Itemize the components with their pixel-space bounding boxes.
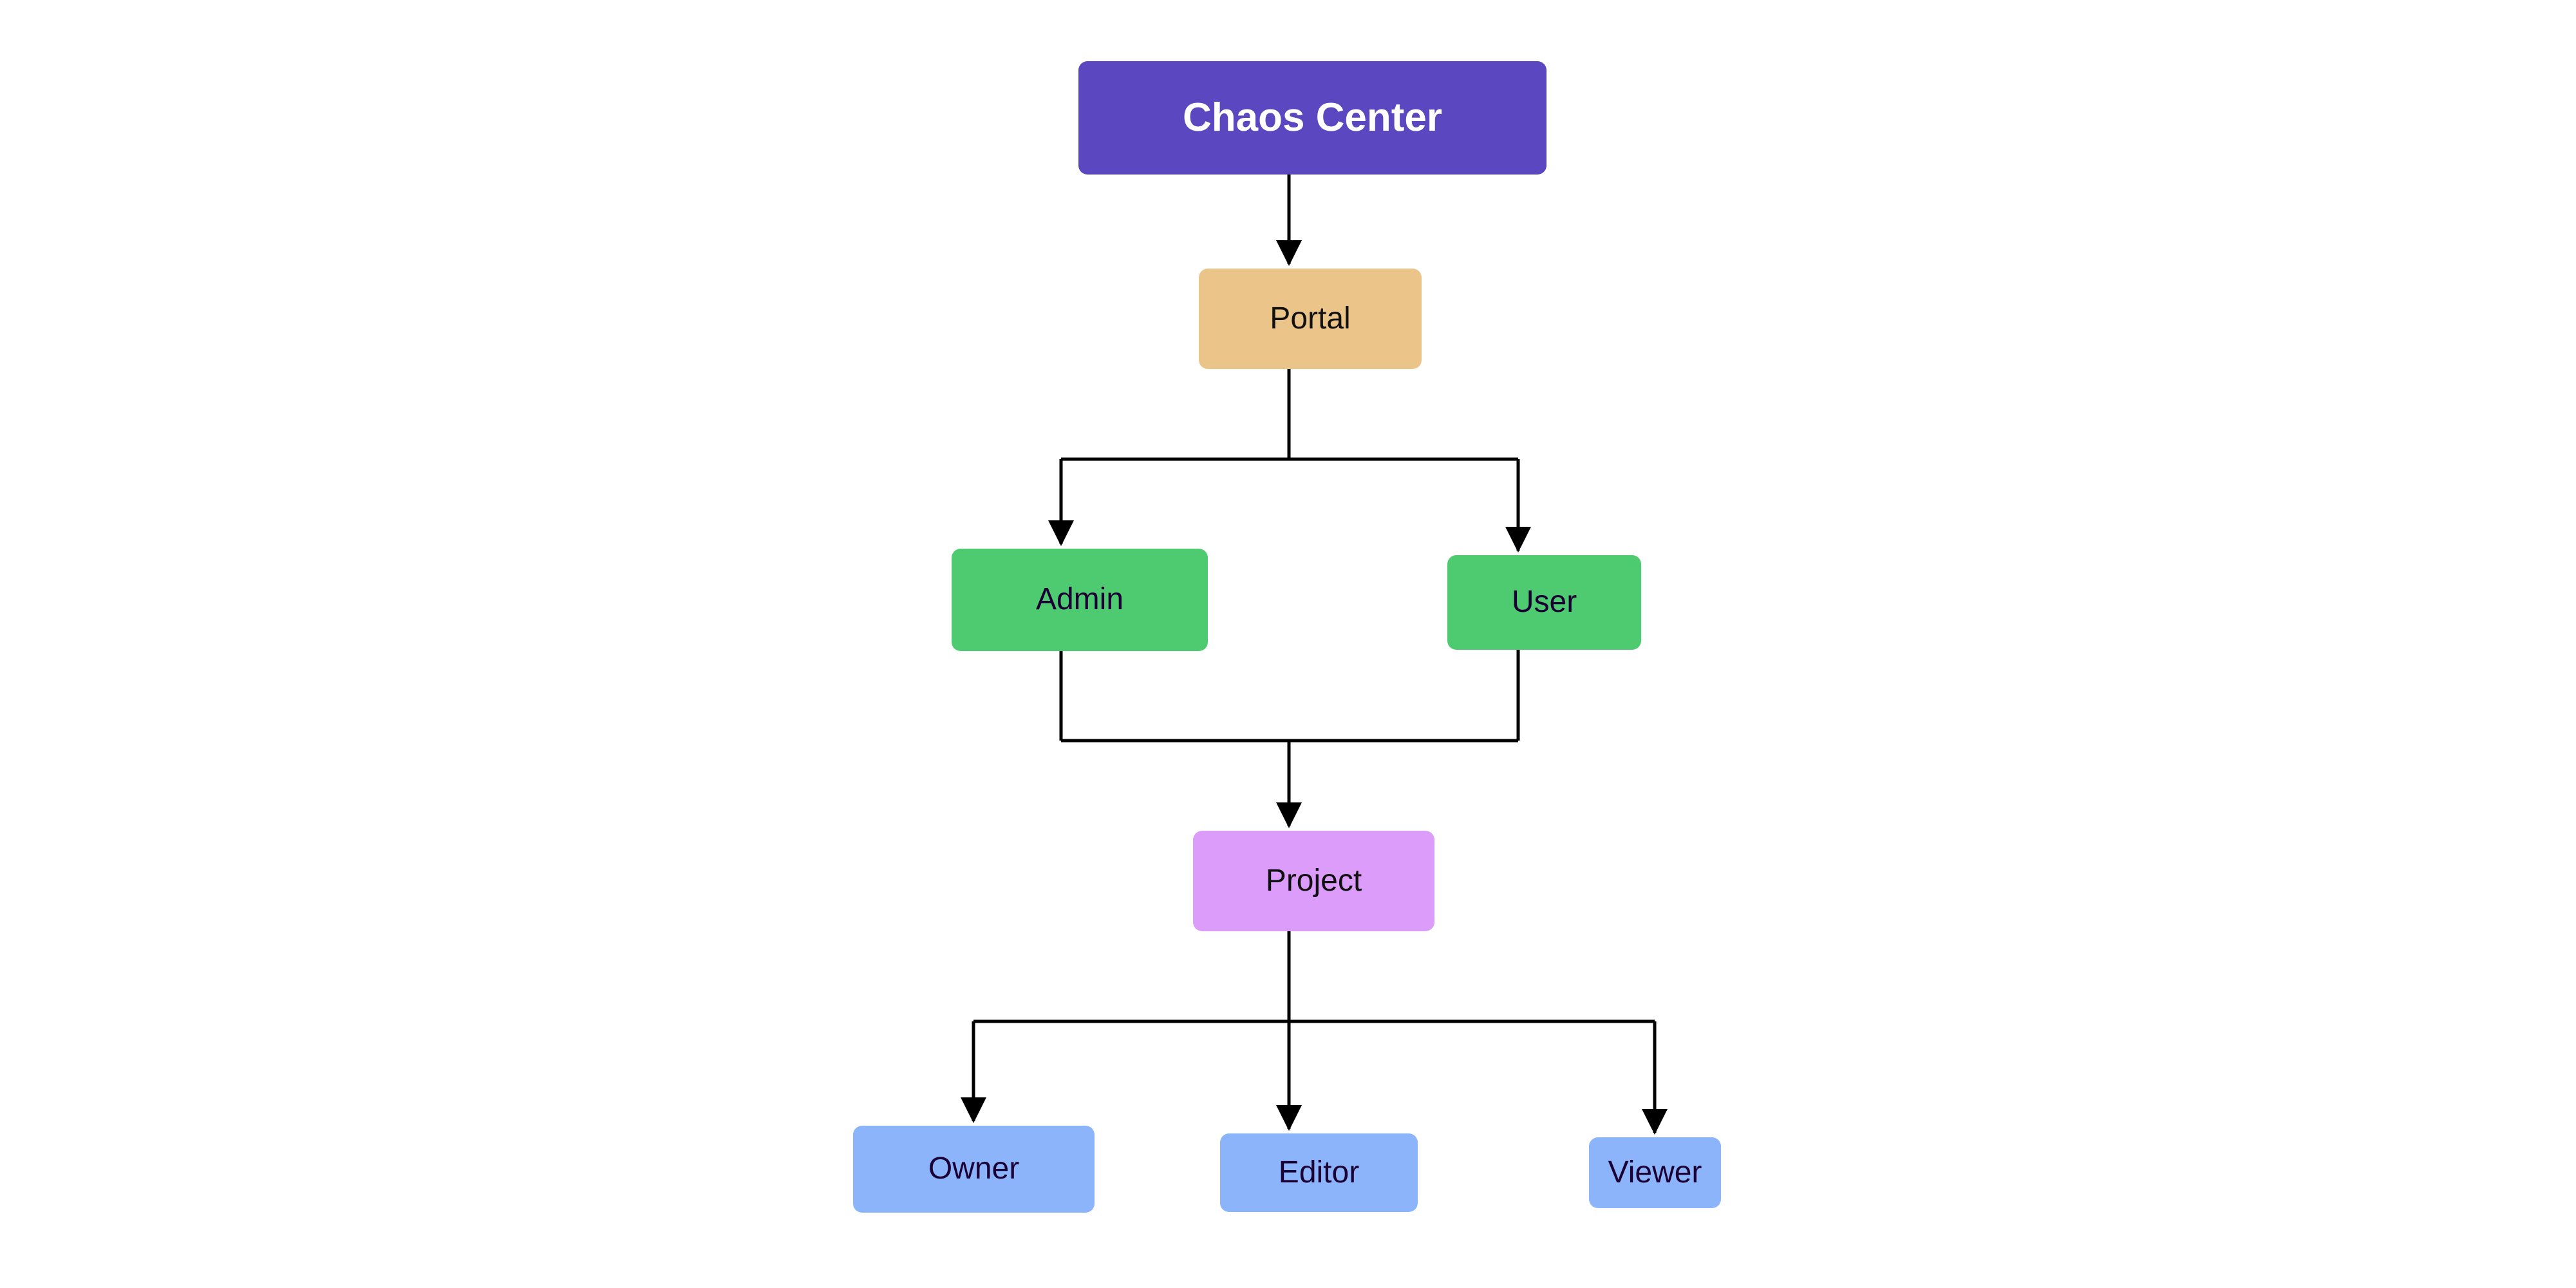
node-owner-label: Owner — [928, 1151, 1020, 1186]
node-project[interactable]: Project — [1193, 831, 1434, 931]
node-editor-label: Editor — [1278, 1155, 1360, 1189]
node-chaos-center-label: Chaos Center — [1182, 95, 1443, 140]
node-owner[interactable]: Owner — [853, 1126, 1095, 1213]
node-chaos-center[interactable]: Chaos Center — [1078, 61, 1547, 175]
node-project-label: Project — [1265, 863, 1362, 898]
node-portal-label: Portal — [1270, 301, 1351, 336]
node-admin-label: Admin — [1035, 582, 1124, 617]
node-editor[interactable]: Editor — [1220, 1133, 1418, 1212]
node-portal[interactable]: Portal — [1199, 269, 1422, 369]
node-viewer-label: Viewer — [1608, 1155, 1702, 1189]
node-user[interactable]: User — [1447, 555, 1641, 650]
node-viewer[interactable]: Viewer — [1589, 1137, 1721, 1208]
node-admin[interactable]: Admin — [952, 549, 1208, 651]
node-user-label: User — [1511, 585, 1577, 620]
